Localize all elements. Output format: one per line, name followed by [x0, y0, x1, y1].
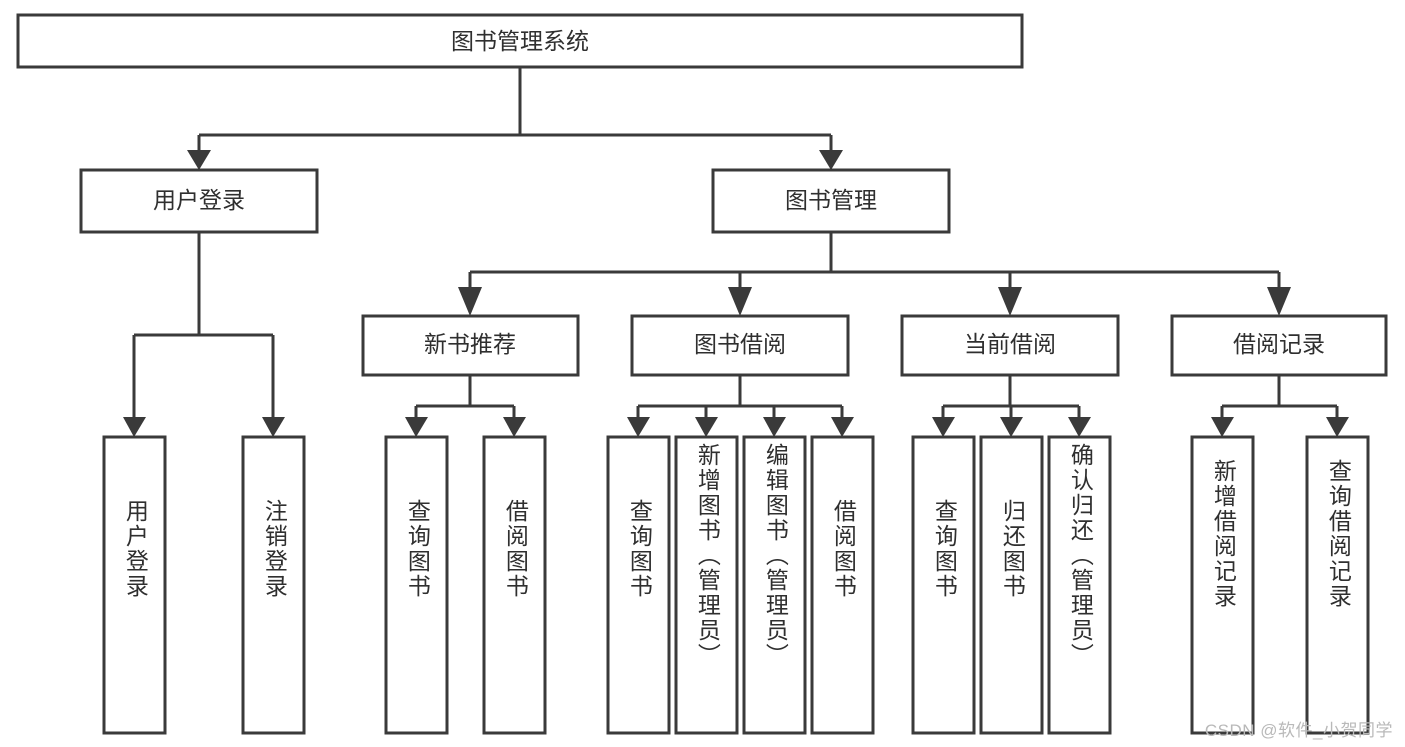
node-root-label: 图书管理系统: [451, 28, 589, 54]
node-root[interactable]: 图书管理系统: [16, 13, 1024, 69]
leaf-box-cb-return-book[interactable]: [979, 435, 1044, 735]
node-borrow-record-label: 借阅记录: [1233, 331, 1325, 357]
arrow-head-borrow-record: [1267, 287, 1291, 316]
arrow-head-bb-leaf-4: [831, 417, 854, 437]
arrow-head-leaf-logout: [262, 417, 285, 437]
node-borrow-record[interactable]: 借阅记录: [1170, 314, 1388, 377]
leaf-box-bb-borrow-book[interactable]: [810, 435, 875, 735]
leaf-box-nbr-borrow-book[interactable]: [482, 435, 547, 735]
connector-group-borrow-record: [1211, 375, 1349, 437]
connector-group-book-borrow: [627, 375, 854, 437]
leaf-box-bb-edit-book[interactable]: [742, 435, 807, 735]
arrow-head-bb-leaf-1: [627, 417, 650, 437]
connector-group-root: [187, 67, 843, 170]
leaf-box-cb-query-book[interactable]: [911, 435, 976, 735]
connector-group-user-login: [123, 232, 285, 437]
leaf-boxes: [102, 435, 1370, 735]
leaf-box-br-add-record[interactable]: [1190, 435, 1255, 735]
node-book-manage[interactable]: 图书管理: [711, 168, 951, 234]
connector-group-book-manage: [458, 232, 1291, 316]
node-book-borrow-box[interactable]: [630, 314, 850, 377]
node-book-manage-box[interactable]: [711, 168, 951, 234]
arrow-head-br-leaf-2: [1326, 417, 1349, 437]
node-book-borrow-label: 图书借阅: [694, 331, 786, 357]
arrow-head-leaf-user-login: [123, 417, 146, 437]
arrow-head-cb-leaf-3: [1068, 417, 1091, 437]
arrow-head-bb-leaf-2: [695, 417, 718, 437]
arrow-head-book-manage: [819, 150, 843, 170]
connector-group-new-book-recommend: [405, 375, 526, 437]
leaf-box-bb-add-book[interactable]: [674, 435, 739, 735]
leaf-box-user-login[interactable]: [102, 435, 167, 735]
node-root-box[interactable]: [16, 13, 1024, 69]
arrow-head-nbr-leaf-1: [405, 417, 428, 437]
arrow-head-book-borrow: [728, 287, 752, 316]
arrow-head-br-leaf-1: [1211, 417, 1234, 437]
arrow-head-user-login: [187, 150, 211, 170]
node-borrow-record-box[interactable]: [1170, 314, 1388, 377]
csdn-watermark: CSDN @软件_小贺同学: [1204, 721, 1393, 740]
leaf-box-cb-confirm-return[interactable]: [1047, 435, 1112, 735]
leaf-box-br-query-record[interactable]: [1305, 435, 1370, 735]
leaf-box-logout[interactable]: [241, 435, 306, 735]
node-book-borrow[interactable]: 图书借阅: [630, 314, 850, 377]
arrow-head-cb-leaf-1: [932, 417, 955, 437]
node-new-book-recommend[interactable]: 新书推荐: [361, 314, 580, 377]
connector-group-current-borrow: [932, 375, 1091, 437]
node-current-borrow[interactable]: 当前借阅: [900, 314, 1120, 377]
node-new-book-recommend-label: 新书推荐: [424, 331, 516, 357]
node-user-login[interactable]: 用户登录: [79, 168, 319, 234]
arrow-head-new-book-recommend: [458, 287, 482, 316]
leaf-box-nbr-query-book[interactable]: [384, 435, 449, 735]
node-user-login-box[interactable]: [79, 168, 319, 234]
node-book-manage-label: 图书管理: [785, 187, 877, 213]
arrow-head-cb-leaf-2: [1000, 417, 1023, 437]
leaf-box-bb-query-book[interactable]: [606, 435, 671, 735]
arrow-head-bb-leaf-3: [763, 417, 786, 437]
node-user-login-label: 用户登录: [153, 187, 245, 213]
node-current-borrow-label: 当前借阅: [964, 331, 1056, 357]
node-current-borrow-box[interactable]: [900, 314, 1120, 377]
node-new-book-recommend-box[interactable]: [361, 314, 580, 377]
arrow-head-current-borrow: [998, 287, 1022, 316]
arrow-head-nbr-leaf-2: [503, 417, 526, 437]
